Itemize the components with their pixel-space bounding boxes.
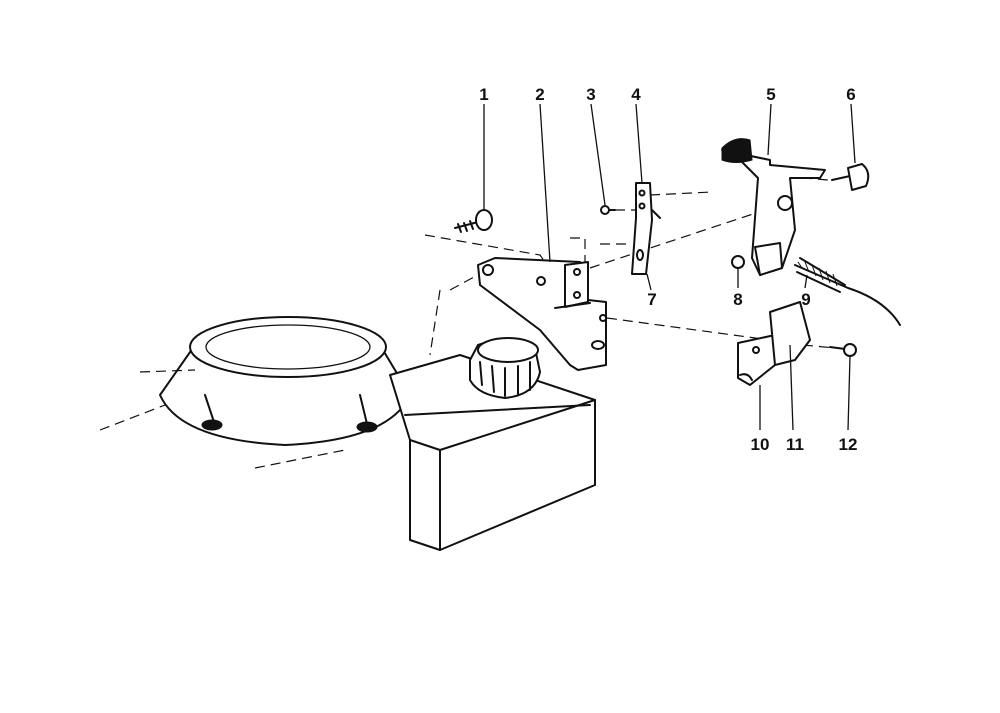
callout-3: 3 [586,85,595,104]
callout-1: 1 [479,85,488,104]
callout-7: 7 [647,290,656,309]
callout-labels: 1 2 3 4 5 6 7 8 9 10 11 12 [479,85,857,454]
clamp-part-10-11 [737,301,811,386]
fuel-cap [469,337,541,399]
air-cleaner [99,316,411,469]
callout-2: 2 [535,85,544,104]
callout-6: 6 [846,85,855,104]
callout-8: 8 [733,290,742,309]
ball-part-8 [731,255,745,269]
callout-11: 11 [786,435,804,454]
cable-spring-part-9 [794,257,901,326]
screw-part-3 [600,205,616,215]
callout-10: 10 [751,435,770,454]
bracket-part-2 [477,257,607,371]
callout-4: 4 [631,85,641,104]
callout-5: 5 [766,85,775,104]
knob-part-6 [831,163,870,191]
lever-part-4-7 [631,182,661,275]
screw-part-12 [829,343,857,357]
assembly-lines [424,174,836,356]
control-lever-part-5 [721,138,826,276]
screw-part-1 [454,209,493,233]
callout-9: 9 [801,290,810,309]
callout-12: 12 [839,435,858,454]
leader-lines [483,103,856,431]
